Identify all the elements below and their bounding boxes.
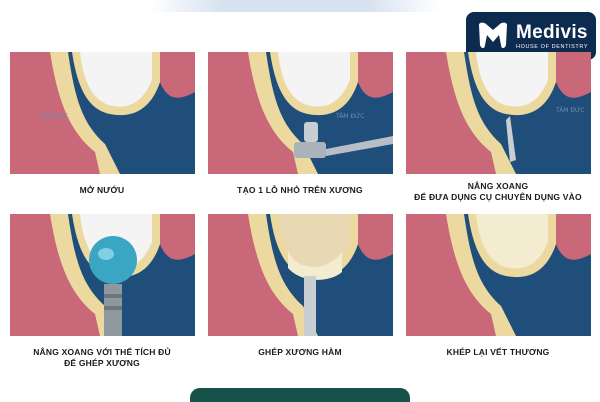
step-5-illustration <box>208 214 393 336</box>
step-4-caption: NÂNG XOANG VỚI THỂ TÍCH ĐỦ ĐỂ GHÉP XƯƠNG <box>2 347 202 369</box>
svg-text:TÂM ĐỨC: TÂM ĐỨC <box>555 107 584 114</box>
brand-tagline: HOUSE OF DENTISTRY <box>516 44 588 50</box>
step-6-caption: KHÉP LẠI VẾT THƯƠNG <box>398 347 598 358</box>
top-decorative-bar <box>150 0 440 12</box>
step-5-caption: GHÉP XƯƠNG HÀM <box>200 347 400 358</box>
step-2-illustration: TÂM ĐỨC <box>208 52 393 174</box>
svg-text:TÂM ĐỨC: TÂM ĐỨC <box>335 113 364 120</box>
step-4-illustration <box>10 214 195 336</box>
watermark: TÂM ĐỨC <box>39 113 68 120</box>
step-3-illustration: TÂM ĐỨC <box>406 52 591 174</box>
brand-name: Medivis <box>516 23 588 42</box>
step-1-caption: MỞ NƯỚU <box>2 185 202 196</box>
step-6-illustration <box>406 214 591 336</box>
step-1-illustration: TÂM ĐỨC <box>10 52 195 174</box>
step-3-caption: NÂNG XOANG ĐỂ ĐƯA DỤNG CỤ CHUYÊN DỤNG VÀ… <box>398 181 598 203</box>
step-2-caption: TẠO 1 LỖ NHỎ TRÊN XƯƠNG <box>200 185 400 196</box>
tooth-m-icon <box>476 21 510 51</box>
